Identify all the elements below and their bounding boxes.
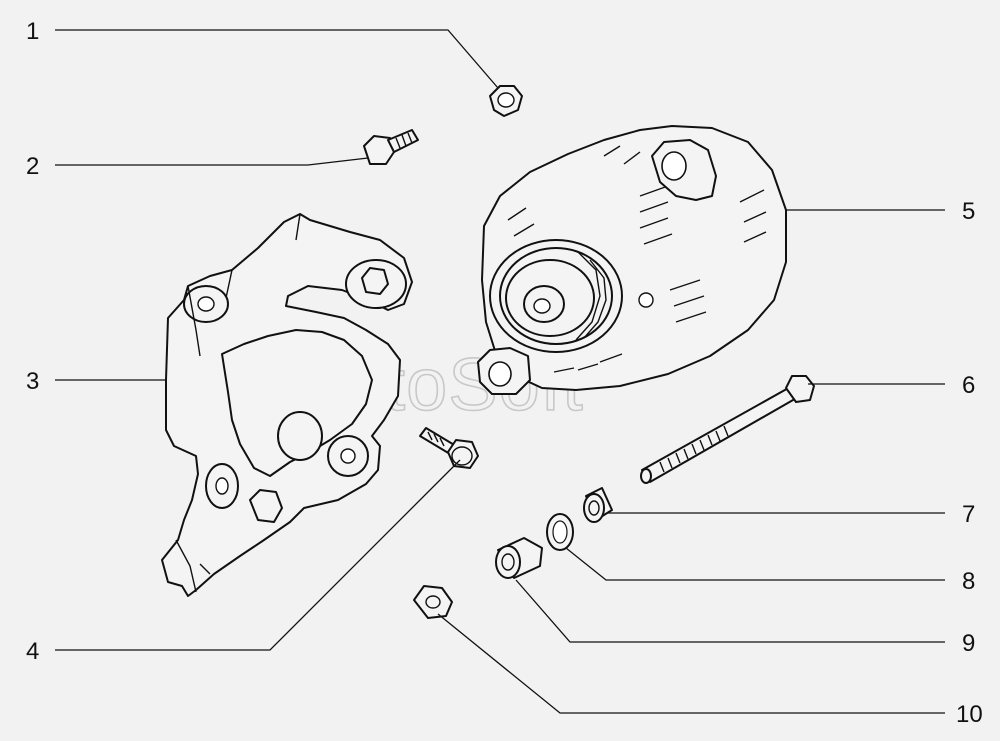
leader-lines: [55, 29, 945, 714]
callout-7: 7: [962, 501, 975, 528]
part-5-alternator: [477, 125, 787, 395]
part-7-bushing: [583, 487, 613, 523]
callout-1: 1: [26, 18, 39, 45]
callout-4: 4: [26, 638, 39, 665]
callout-10: 10: [956, 701, 983, 728]
leader-9: [515, 579, 945, 643]
callout-9: 9: [962, 630, 975, 657]
part-9-spacer-sleeve: [495, 537, 543, 579]
part-2-bolt: [363, 129, 419, 165]
part-1-flange-nut: [489, 85, 523, 117]
callout-numbers: 1 2 3 4 5 6 7 8 9 10: [26, 18, 983, 728]
leader-1: [55, 29, 499, 89]
part-10-nut: [413, 585, 453, 619]
leader-2: [55, 157, 369, 166]
part-8-washer: [546, 513, 574, 551]
callout-5: 5: [962, 198, 975, 225]
leader-10: [437, 613, 945, 714]
leader-8: [565, 547, 945, 581]
part-4-bolt: [419, 427, 479, 469]
callout-2: 2: [26, 153, 39, 180]
leader-4: [55, 459, 461, 651]
callout-6: 6: [962, 372, 975, 399]
part-3-mounting-bracket: [161, 213, 413, 597]
part-6-through-bolt: [640, 375, 815, 484]
callout-3: 3: [26, 368, 39, 395]
callout-8: 8: [962, 568, 975, 595]
